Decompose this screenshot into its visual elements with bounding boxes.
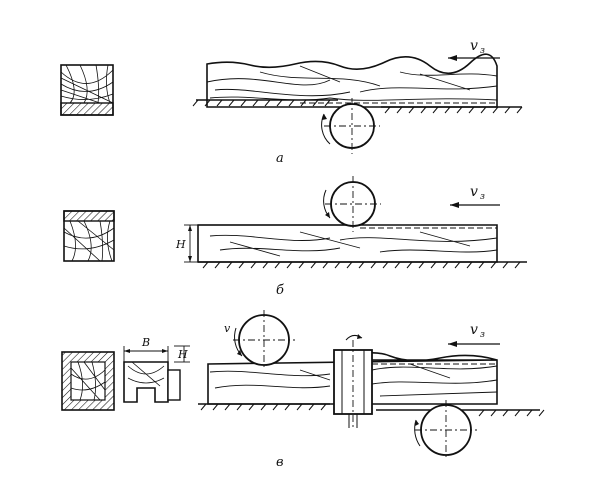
height-label-b: H <box>175 238 186 251</box>
caption-b: б <box>276 283 284 298</box>
vertical-cutter-c <box>333 334 373 428</box>
feed-label-a: v <box>470 38 478 54</box>
cross-section-c <box>61 351 115 411</box>
top-cutter-c: v <box>224 310 295 370</box>
feed-arrow-b: v з <box>450 184 500 208</box>
board-a <box>206 53 498 108</box>
feed-label-b: v <box>470 184 478 200</box>
panel-b: H v з б <box>63 176 527 298</box>
height-label-c: H <box>177 348 188 361</box>
feed-sub-c: з <box>480 330 485 340</box>
feed-sub-b: з <box>480 192 485 202</box>
bottom-cutter-c <box>414 400 477 460</box>
panel-c: B H v <box>61 310 545 470</box>
width-label-c: B <box>141 336 150 349</box>
cutter-a <box>321 98 380 154</box>
feed-label-c: v <box>470 322 478 338</box>
caption-c: в <box>276 455 284 470</box>
height-dimension-b: H <box>175 224 198 263</box>
cross-section-a <box>60 64 114 116</box>
table-b <box>198 261 527 269</box>
board-b <box>197 224 498 263</box>
panel-a: v з а <box>60 38 523 166</box>
cross-section-b <box>63 210 115 262</box>
feed-sub-a: з <box>480 46 485 56</box>
cutter-b <box>323 176 381 232</box>
speed-label-c: v <box>224 322 231 335</box>
profile-c: B H <box>123 336 190 403</box>
table-a <box>192 99 523 114</box>
caption-a: а <box>276 151 284 166</box>
feed-arrow-a: v з <box>448 38 500 61</box>
feed-arrow-c: v з <box>448 322 500 347</box>
